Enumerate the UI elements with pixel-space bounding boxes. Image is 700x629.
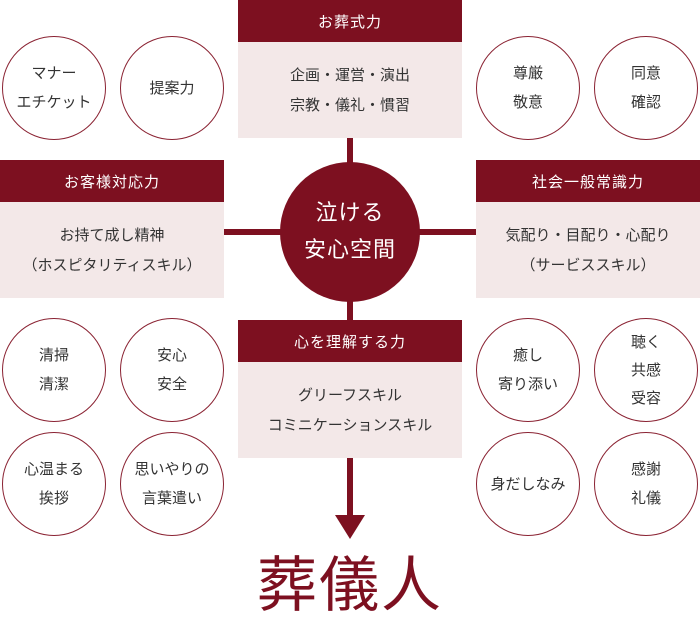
box-funeral-skill: お葬式力 企画・運営・演出 宗教・儀礼・慣習 [238,0,462,138]
circle-clean: 清掃 清潔 [2,318,106,422]
center-line: 泣ける [315,201,385,226]
box-common-sense: 社会一般常識力 気配り・目配り・心配り （サービススキル） [476,160,700,298]
box-line: 宗教・儀礼・慣習 [289,96,410,114]
circle-proposal: 提案力 [120,36,224,140]
circle-line: 挨拶 [38,489,69,507]
circle-line: 感謝 [630,460,661,478]
box-line: お持て成し精神 [59,226,165,244]
circle-listening: 聴く 共感 受容 [594,318,698,422]
circle-consent: 同意 確認 [594,36,698,140]
box-line: （ホスピタリティスキル） [22,256,202,274]
circle-line: 清掃 [38,346,69,364]
circle-line: 癒し [512,346,543,364]
circle-line: マナー [31,64,77,82]
box-customer-service: お客様対応力 お持て成し精神 （ホスピタリティスキル） [0,160,224,298]
circle-line: 聴く [630,333,661,351]
circle-line: 寄り添い [497,375,558,393]
box-title: お葬式力 [238,0,462,42]
center-line: 安心空間 [303,238,396,263]
circle-line: エチケット [16,93,92,111]
box-line: グリーフスキル [297,386,403,404]
circle-line: 同意 [630,64,661,82]
circle-line: 共感 [630,361,661,379]
box-line: （サービススキル） [520,256,656,274]
circle-kind-words: 思いやりの 言葉遣い [120,432,224,536]
box-line: コミニケーションスキル [267,416,433,434]
circle-line: 受容 [630,389,661,407]
circle-line: 言葉遣い [141,489,202,507]
box-line: 気配り・目配り・心配り [505,226,671,244]
circle-line: 確認 [630,93,661,111]
arrow-down-icon [335,515,365,539]
circle-line: 礼儀 [630,489,661,507]
circle-manner: マナー エチケット [2,36,106,140]
circle-healing: 癒し 寄り添い [476,318,580,422]
arrow-shaft [347,458,353,518]
box-title: お客様対応力 [0,160,224,202]
circle-line: 尊厳 [512,64,543,82]
circle-gratitude: 感謝 礼儀 [594,432,698,536]
circle-line: 清潔 [38,375,69,393]
circle-warm-greeting: 心温まる 挨拶 [2,432,106,536]
circle-safety: 安心 安全 [120,318,224,422]
circle-line: 心温まる [23,460,84,478]
circle-line: 思いやりの [134,460,210,478]
circle-respect: 尊厳 敬意 [476,36,580,140]
circle-grooming: 身だしなみ [476,432,580,536]
box-title: 心を理解する力 [238,320,462,362]
circle-line: 敬意 [512,93,543,111]
circle-line: 安全 [156,375,187,393]
circle-line: 提案力 [149,78,195,97]
result-title: 葬儀人 [257,550,443,621]
box-understanding: 心を理解する力 グリーフスキル コミニケーションスキル [238,320,462,458]
center-circle: 泣ける 安心空間 [280,162,420,302]
box-line: 企画・運営・演出 [289,66,410,84]
circle-line: 身だしなみ [490,474,566,493]
box-title: 社会一般常識力 [476,160,700,202]
circle-line: 安心 [156,346,187,364]
